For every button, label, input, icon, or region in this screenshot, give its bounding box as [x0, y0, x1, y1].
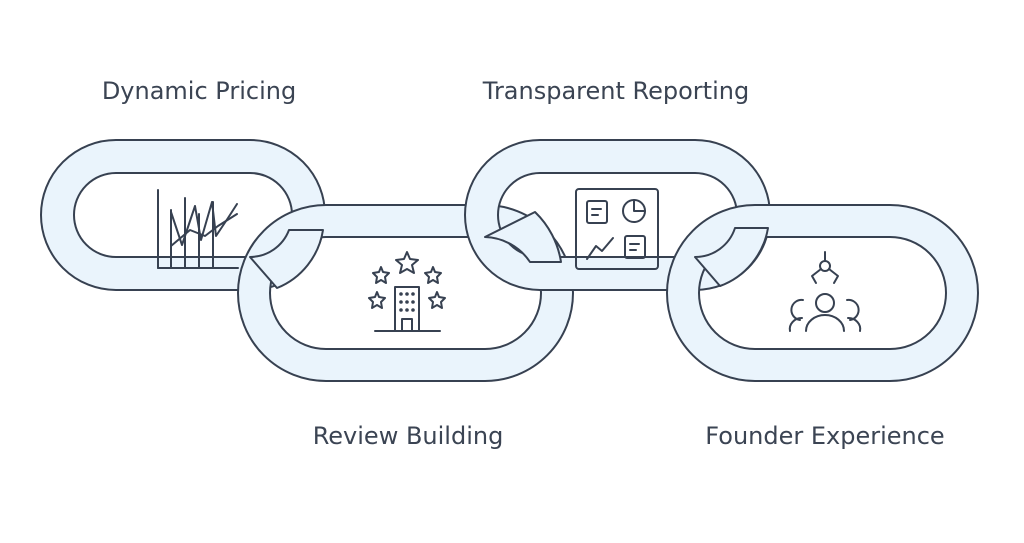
line-chart-icon — [157, 189, 239, 269]
label-review-building: Review Building — [312, 422, 504, 450]
chain-link-dynamic-pricing-overlap — [249, 229, 324, 289]
star-icon — [368, 291, 386, 309]
founder-person-icon — [788, 251, 862, 332]
chain-link-review-building-overlap — [484, 211, 562, 263]
chain-link-transparent-reporting-overlap — [694, 227, 769, 287]
star-rated-building-icon — [368, 251, 446, 332]
star-icon — [372, 266, 390, 284]
star-icon — [395, 251, 419, 274]
chain-link-founder-experience — [666, 204, 979, 382]
star-icon — [424, 266, 442, 284]
label-transparent-reporting: Transparent Reporting — [482, 77, 750, 105]
star-icon — [428, 291, 446, 309]
label-dynamic-pricing: Dynamic Pricing — [101, 77, 297, 105]
dashboard-icon — [575, 188, 659, 270]
label-founder-experience: Founder Experience — [705, 422, 945, 450]
